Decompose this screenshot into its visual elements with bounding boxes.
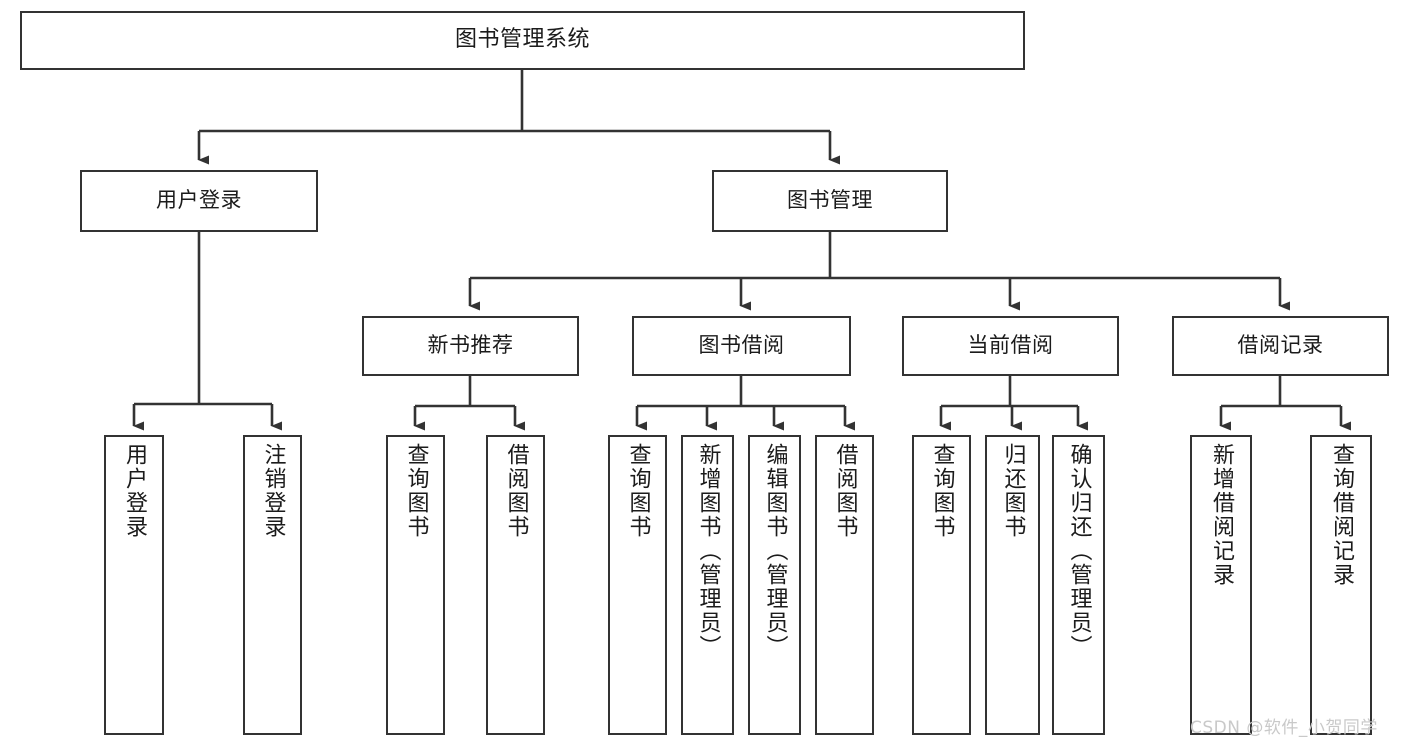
node-current-borrow[interactable]: 当前借阅 <box>902 316 1119 376</box>
node-label: 查询图书 <box>929 443 955 539</box>
node-label: 新增借阅记录 <box>1209 443 1234 587</box>
leaf-query-book-borrow[interactable]: 查询图书 <box>608 435 667 735</box>
node-label: 编辑图书（管理员） <box>762 443 788 659</box>
csdn-watermark: CSDN @软件_小贺同学 <box>1190 718 1378 738</box>
node-label: 查询图书 <box>403 443 429 539</box>
leaf-return-book[interactable]: 归还图书 <box>985 435 1040 735</box>
node-label: 用户登录 <box>156 188 242 213</box>
node-book-manage[interactable]: 图书管理 <box>712 170 948 232</box>
node-label: 当前借阅 <box>967 333 1054 358</box>
node-label: 借阅图书 <box>503 443 529 539</box>
node-book-borrow[interactable]: 图书借阅 <box>632 316 851 376</box>
node-label: 图书借阅 <box>698 333 785 358</box>
leaf-query-book-newbook[interactable]: 查询图书 <box>386 435 445 735</box>
node-label: 图书管理系统 <box>454 27 590 53</box>
node-root-system[interactable]: 图书管理系统 <box>20 11 1025 70</box>
leaf-add-book-admin[interactable]: 新增图书（管理员） <box>681 435 734 735</box>
node-user-login[interactable]: 用户登录 <box>80 170 318 232</box>
leaf-add-borrow-record[interactable]: 新增借阅记录 <box>1190 435 1252 735</box>
leaf-borrow-book-newbook[interactable]: 借阅图书 <box>486 435 545 735</box>
node-label: 确认归还（管理员） <box>1066 443 1092 659</box>
node-label: 用户登录 <box>122 443 147 539</box>
node-label: 图书管理 <box>787 188 873 213</box>
node-label: 归还图书 <box>1000 443 1026 539</box>
node-label: 查询借阅记录 <box>1329 443 1354 587</box>
leaf-edit-book-admin[interactable]: 编辑图书（管理员） <box>748 435 801 735</box>
leaf-query-borrow-record[interactable]: 查询借阅记录 <box>1310 435 1372 735</box>
node-borrow-record[interactable]: 借阅记录 <box>1172 316 1389 376</box>
node-label: 新增图书（管理员） <box>695 443 721 659</box>
node-label: 借阅记录 <box>1237 333 1324 358</box>
leaf-confirm-return-admin[interactable]: 确认归还（管理员） <box>1052 435 1105 735</box>
node-label: 注销登录 <box>260 443 286 539</box>
leaf-query-book-current[interactable]: 查询图书 <box>912 435 971 735</box>
node-label: 查询图书 <box>625 443 651 539</box>
leaf-logout[interactable]: 注销登录 <box>243 435 302 735</box>
leaf-user-login[interactable]: 用户登录 <box>104 435 164 735</box>
node-new-book-rec[interactable]: 新书推荐 <box>362 316 579 376</box>
leaf-borrow-book-borrow[interactable]: 借阅图书 <box>815 435 874 735</box>
node-label: 新书推荐 <box>427 333 514 358</box>
node-label: 借阅图书 <box>832 443 858 539</box>
